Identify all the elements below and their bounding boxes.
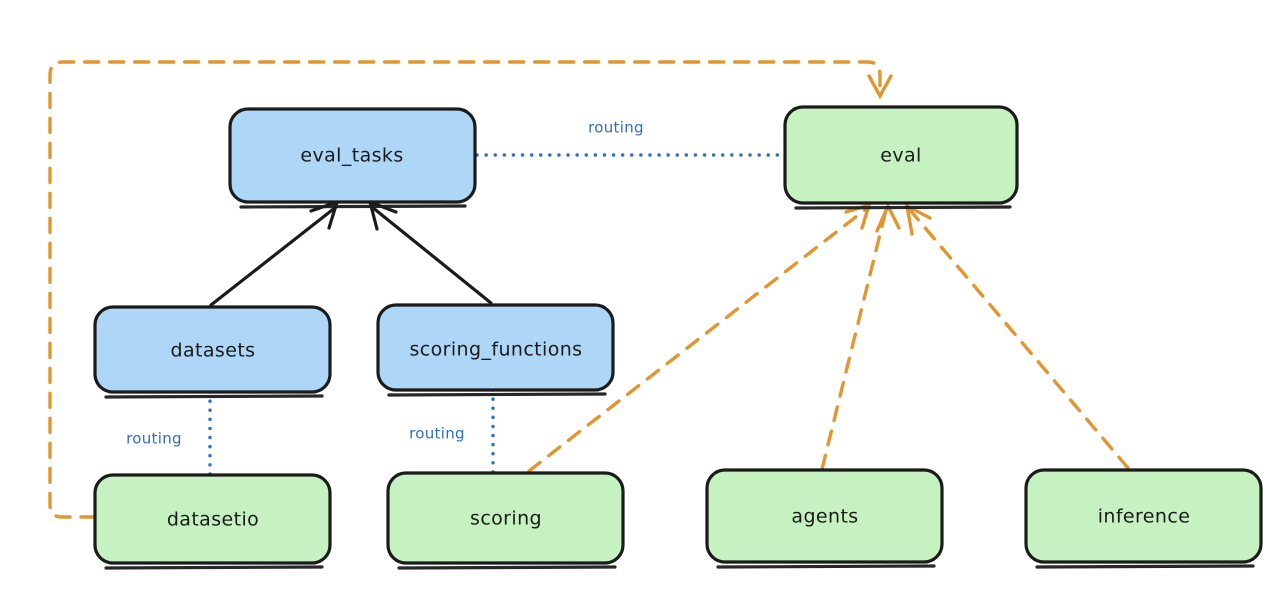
node-layer: eval_tasks eval datasets scoring_functio… xyxy=(93,105,1263,570)
node-datasets-shape[interactable] xyxy=(93,305,332,394)
edge-label-routing-datasetio: routing xyxy=(126,430,182,448)
node-eval-label: eval xyxy=(880,145,921,167)
node-scoring-shape[interactable] xyxy=(386,471,625,565)
edge-label-layer: routing routing routing xyxy=(126,119,644,448)
node-agents-label: agents xyxy=(791,506,858,528)
node-inference-label: inference xyxy=(1098,506,1191,528)
node-eval_tasks-label: eval_tasks xyxy=(300,145,403,167)
node-scoring[interactable]: scoring xyxy=(386,471,625,570)
edge-agents-to-eval-arrowhead xyxy=(875,202,901,233)
node-eval[interactable]: eval xyxy=(783,105,1019,210)
node-scoring-label: scoring xyxy=(470,508,542,530)
edge-agents-to-eval xyxy=(820,208,888,471)
node-scoring_functions-shape[interactable] xyxy=(376,303,615,392)
node-datasetio-label: datasetio xyxy=(167,509,259,531)
node-scoring_functions-label: scoring_functions xyxy=(410,339,583,361)
node-agents-shape[interactable] xyxy=(705,468,944,564)
node-datasets[interactable]: datasets xyxy=(93,305,332,399)
edge-scoring-to-eval xyxy=(527,207,868,473)
node-eval_tasks-shape[interactable] xyxy=(228,107,477,204)
edge-datasets-to-evaltasks xyxy=(209,205,338,307)
node-inference[interactable]: inference xyxy=(1024,468,1263,569)
node-scoring_functions[interactable]: scoring_functions xyxy=(376,303,615,397)
edge-inference-to-eval xyxy=(908,208,1130,470)
node-inference-shape[interactable] xyxy=(1024,468,1263,564)
node-eval_tasks[interactable]: eval_tasks xyxy=(228,107,477,209)
node-eval-shape[interactable] xyxy=(783,105,1019,205)
node-agents[interactable]: agents xyxy=(705,468,944,569)
node-datasetio-shape[interactable] xyxy=(93,473,332,565)
edge-label-routing-scoring: routing xyxy=(409,425,465,443)
edge-datasetio-to-eval-arrowhead xyxy=(867,74,893,100)
edge-scoringfunctions-to-evaltasks xyxy=(370,205,493,305)
edge-label-routing-eval: routing xyxy=(588,119,644,137)
node-datasets-label: datasets xyxy=(171,340,256,362)
node-datasetio[interactable]: datasetio xyxy=(93,473,332,570)
edge-scoring-to-eval-arrowhead xyxy=(844,202,872,230)
